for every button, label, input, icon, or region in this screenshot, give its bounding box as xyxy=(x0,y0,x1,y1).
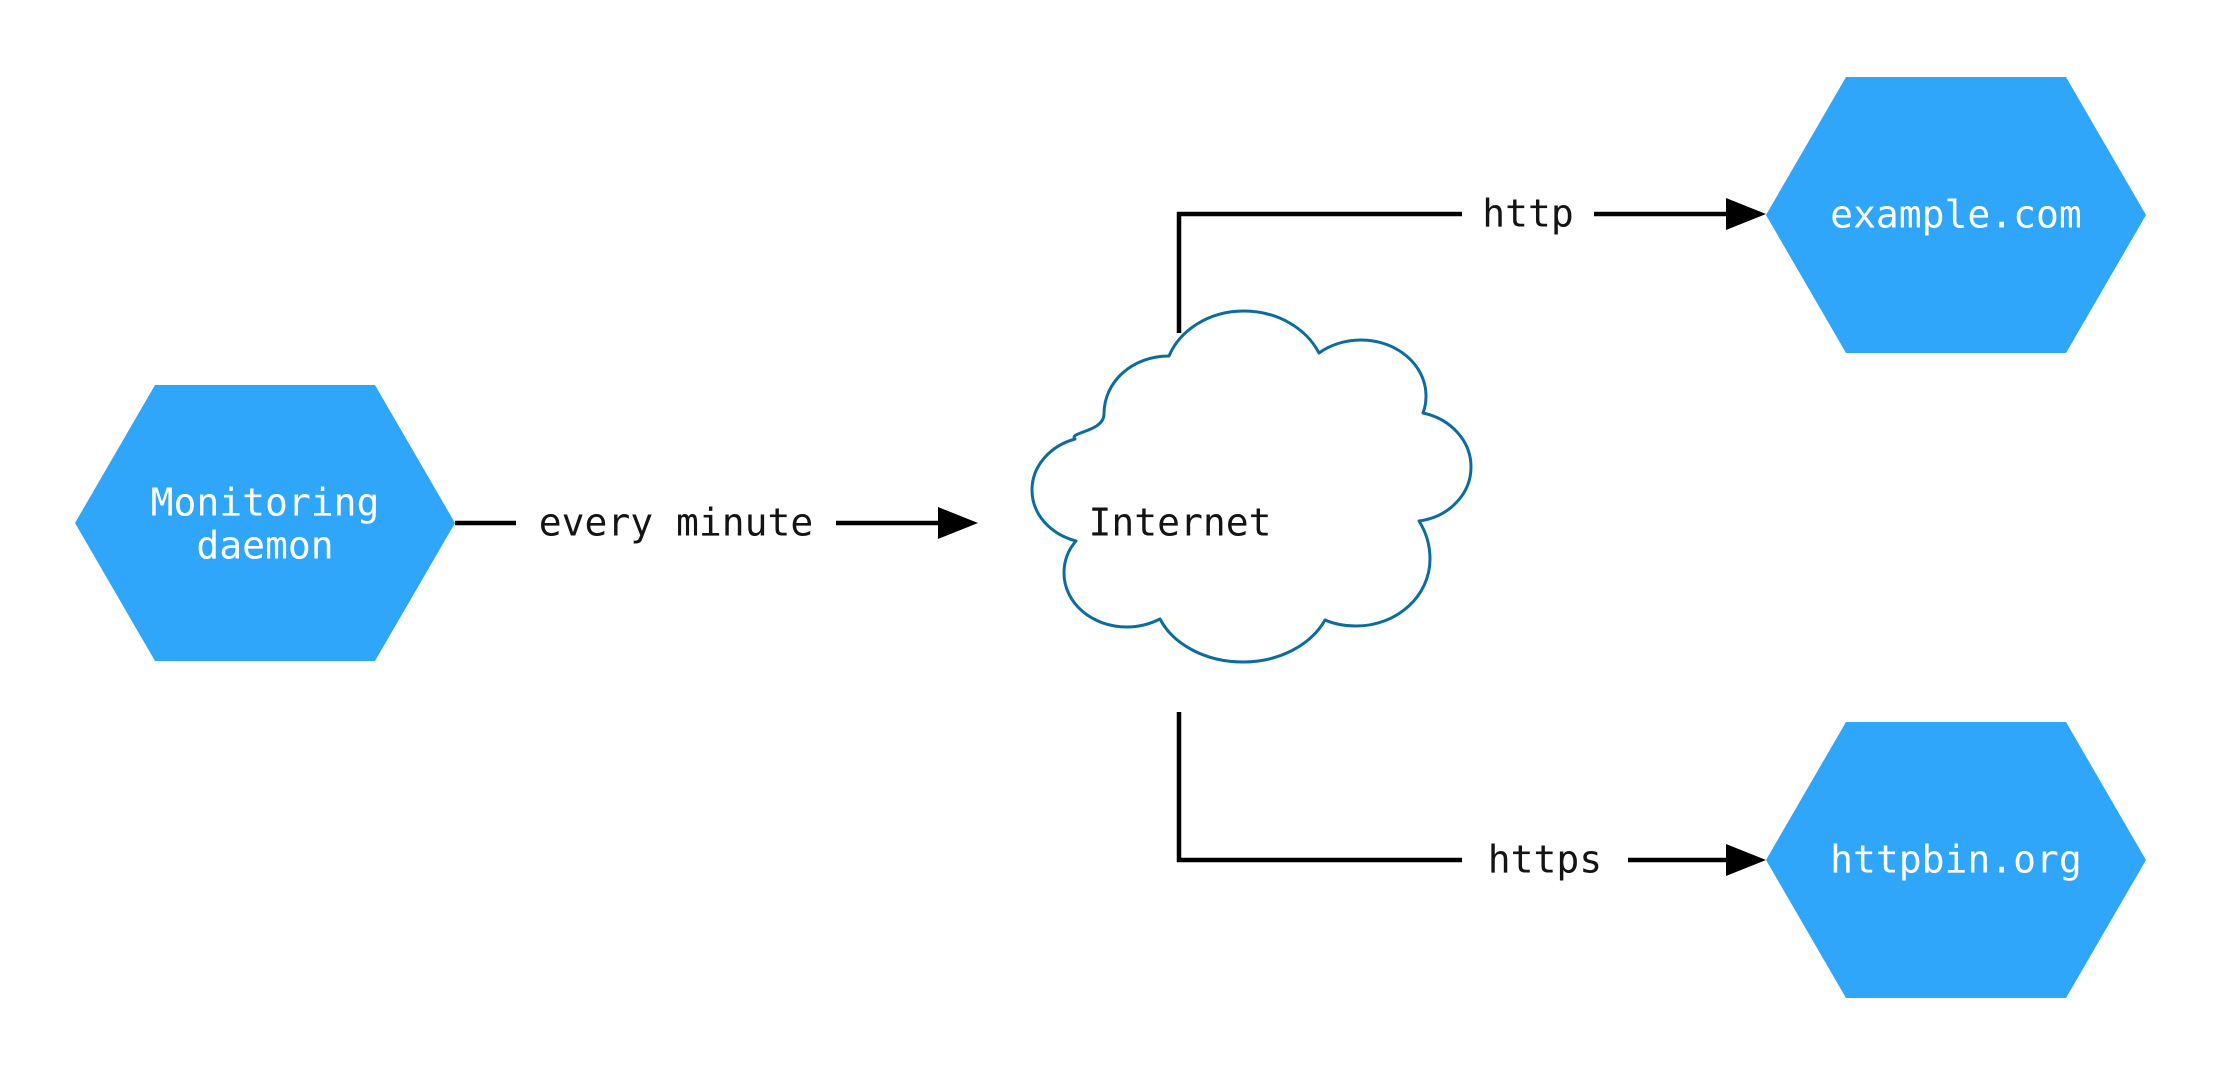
arrowhead-icon-into-httpbin-org xyxy=(1726,844,1766,876)
arrowhead-icon-into-internet xyxy=(938,507,978,539)
hexagon-shape-httpbin-org xyxy=(1766,722,2146,998)
node-monitoring-daemon[interactable]: Monitoring daemon xyxy=(75,385,455,661)
edge-label-http: http xyxy=(1482,192,1574,236)
edge-internet-to-example[interactable]: http xyxy=(1176,192,1766,334)
edge-internet-to-httpbin[interactable]: https xyxy=(1176,712,1766,882)
edge-label-https: https xyxy=(1488,838,1602,882)
node-label-example-com: example.com xyxy=(1830,193,2082,237)
edge-daemon-to-internet[interactable]: every minute xyxy=(455,501,978,545)
node-label-monitoring-daemon-line2: daemon xyxy=(196,524,333,568)
node-label-httpbin-org: httpbin.org xyxy=(1830,838,2082,882)
hexagon-shape-monitoring-daemon xyxy=(75,385,455,661)
hexagon-shape-example-com xyxy=(1766,77,2146,353)
node-label-internet: Internet xyxy=(1088,501,1271,545)
edge-label-every-minute: every minute xyxy=(539,501,814,545)
node-label-monitoring-daemon-line1: Monitoring xyxy=(151,481,380,525)
node-httpbin-org[interactable]: httpbin.org xyxy=(1766,722,2146,998)
node-example-com[interactable]: example.com xyxy=(1766,77,2146,353)
cloud-shape-internet xyxy=(1030,309,1473,664)
arrowhead-icon-into-example-com xyxy=(1726,198,1766,230)
node-internet[interactable]: Internet xyxy=(1030,309,1473,664)
